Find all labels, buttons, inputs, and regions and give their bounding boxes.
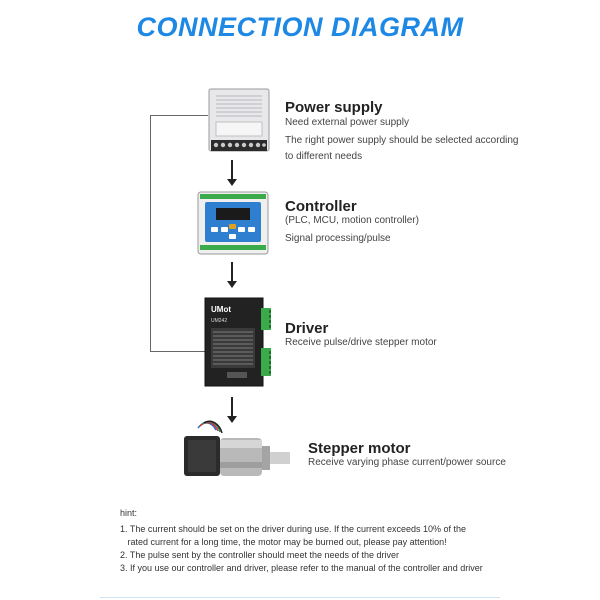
diagram-title: CONNECTION DIAGRAM xyxy=(136,12,464,42)
hint-heading: hint: xyxy=(120,508,138,518)
step-title-stepper-motor: Stepper motor xyxy=(308,440,411,457)
step-desc-line: to different needs xyxy=(285,151,363,162)
step-desc-stepper-motor: Receive varying phase current/power sour… xyxy=(308,455,568,471)
stepper-motor-image xyxy=(184,420,290,476)
step-desc-line: The right power supply should be selecte… xyxy=(285,135,519,146)
hint-item: 1. The current should be set on the driv… xyxy=(120,524,467,534)
driver-brand-label: UMot xyxy=(211,305,231,314)
step-title-controller: Controller xyxy=(285,198,357,215)
controller-image xyxy=(197,191,269,255)
hint-block: hint: 1. The current should be set on th… xyxy=(120,507,560,575)
flow-arrow xyxy=(226,397,238,423)
hint-item: rated current for a long time, the motor… xyxy=(120,537,447,547)
driver-image: UMot UM242 xyxy=(204,297,271,387)
flow-arrow xyxy=(226,160,238,186)
step-desc-line: Signal processing/pulse xyxy=(285,233,391,244)
hint-item: 3. If you use our controller and driver,… xyxy=(120,563,483,573)
connector-bottom-branch xyxy=(150,351,208,352)
step-title-power-supply: Power supply xyxy=(285,99,383,116)
step-desc-line: Receive varying phase current/power sour… xyxy=(308,457,506,468)
hint-item: 2. The pulse sent by the controller shou… xyxy=(120,550,399,560)
step-desc-power-supply: Need external power supply The right pow… xyxy=(285,115,545,165)
step-desc-line: Need external power supply xyxy=(285,117,409,128)
connector-top-branch xyxy=(150,115,208,116)
flow-arrow xyxy=(226,262,238,288)
step-desc-driver: Receive pulse/drive stepper motor xyxy=(285,335,545,351)
step-desc-line: Receive pulse/drive stepper motor xyxy=(285,337,437,348)
power-supply-image xyxy=(208,88,270,152)
driver-model-label: UM242 xyxy=(211,318,227,324)
step-desc-controller: (PLC, MCU, motion controller) Signal pro… xyxy=(285,213,545,247)
bottom-divider xyxy=(100,597,500,598)
feedback-connector-line xyxy=(150,115,151,352)
step-title-driver: Driver xyxy=(285,320,329,337)
step-desc-line: (PLC, MCU, motion controller) xyxy=(285,215,419,226)
